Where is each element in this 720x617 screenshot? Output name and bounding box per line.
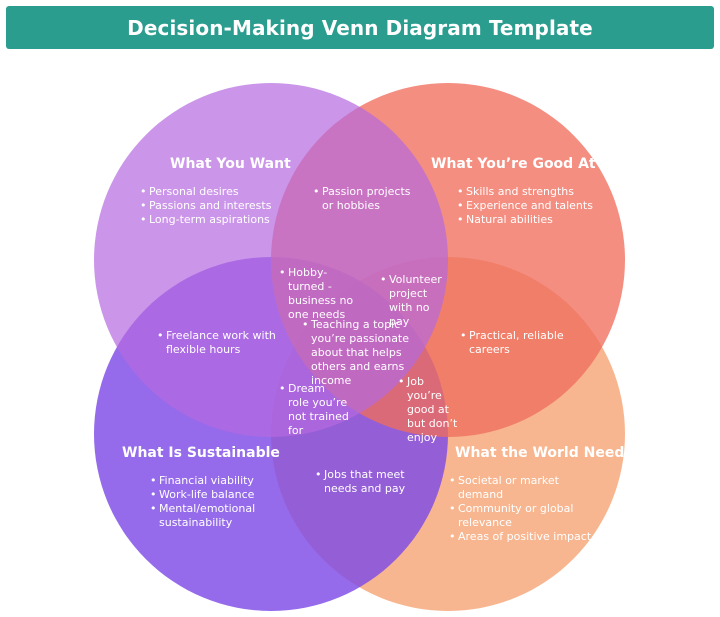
list-item: Dream role you’re not trained for <box>279 382 349 438</box>
list-item: Hobby-turned -business no one needs <box>279 266 359 322</box>
list-item: Societal or market demand <box>449 474 599 502</box>
circle-title-want: What You Want <box>170 156 291 172</box>
overlap-want-good: Passion projects or hobbies <box>313 185 417 213</box>
list-item: Freelance work with flexible hours <box>157 329 282 357</box>
list-item: Long-term aspirations <box>140 213 280 227</box>
circle-title-sustainable: What Is Sustainable <box>122 445 280 461</box>
list-item: Natural abilities <box>457 213 597 227</box>
overlap-want-good-world: Hobby-turned -business no one needs <box>279 266 359 322</box>
list-item: Experience and talents <box>457 199 597 213</box>
overlap-sustainable-world: Jobs that meet needs and pay <box>315 468 415 496</box>
overlap-good-world: Practical, reliable careers <box>460 329 570 357</box>
circle-title-good-at: What You’re Good At <box>431 156 596 172</box>
list-item: Skills and strengths <box>457 185 597 199</box>
diagram-title: Decision-Making Venn Diagram Template <box>127 15 593 40</box>
list-item: Financial viability <box>150 474 270 488</box>
bullet-list-sustainable: Financial viability Work-life balance Me… <box>150 474 270 530</box>
list-item: Job you’re good at but don’t enjoy <box>398 375 460 445</box>
bullet-list-want: Personal desires Passions and interests … <box>140 185 280 227</box>
list-item: Practical, reliable careers <box>460 329 570 357</box>
list-item: Mental/emotional sustainability <box>150 502 270 530</box>
bullet-list-world-needs: Societal or market demand Community or g… <box>449 474 599 544</box>
list-item: Personal desires <box>140 185 280 199</box>
list-item: Jobs that meet needs and pay <box>315 468 415 496</box>
list-item: Teaching a topic you’re passionate about… <box>302 318 424 388</box>
overlap-all-four: Teaching a topic you’re passionate about… <box>302 318 424 388</box>
list-item: Passions and interests <box>140 199 280 213</box>
list-item: Work-life balance <box>150 488 270 502</box>
overlap-want-sustainable: Freelance work with flexible hours <box>157 329 282 357</box>
bullet-list-good-at: Skills and strengths Experience and tale… <box>457 185 597 227</box>
overlap-good-sustainable-world: Job you’re good at but don’t enjoy <box>398 375 460 445</box>
list-item: Passion projects or hobbies <box>313 185 417 213</box>
overlap-want-sustainable-world: Dream role you’re not trained for <box>279 382 349 438</box>
list-item: Areas of positive impact <box>449 530 599 544</box>
list-item: Community or global relevance <box>449 502 599 530</box>
title-banner: Decision-Making Venn Diagram Template <box>6 6 714 49</box>
circle-title-world-needs: What the World Needs <box>455 445 633 461</box>
